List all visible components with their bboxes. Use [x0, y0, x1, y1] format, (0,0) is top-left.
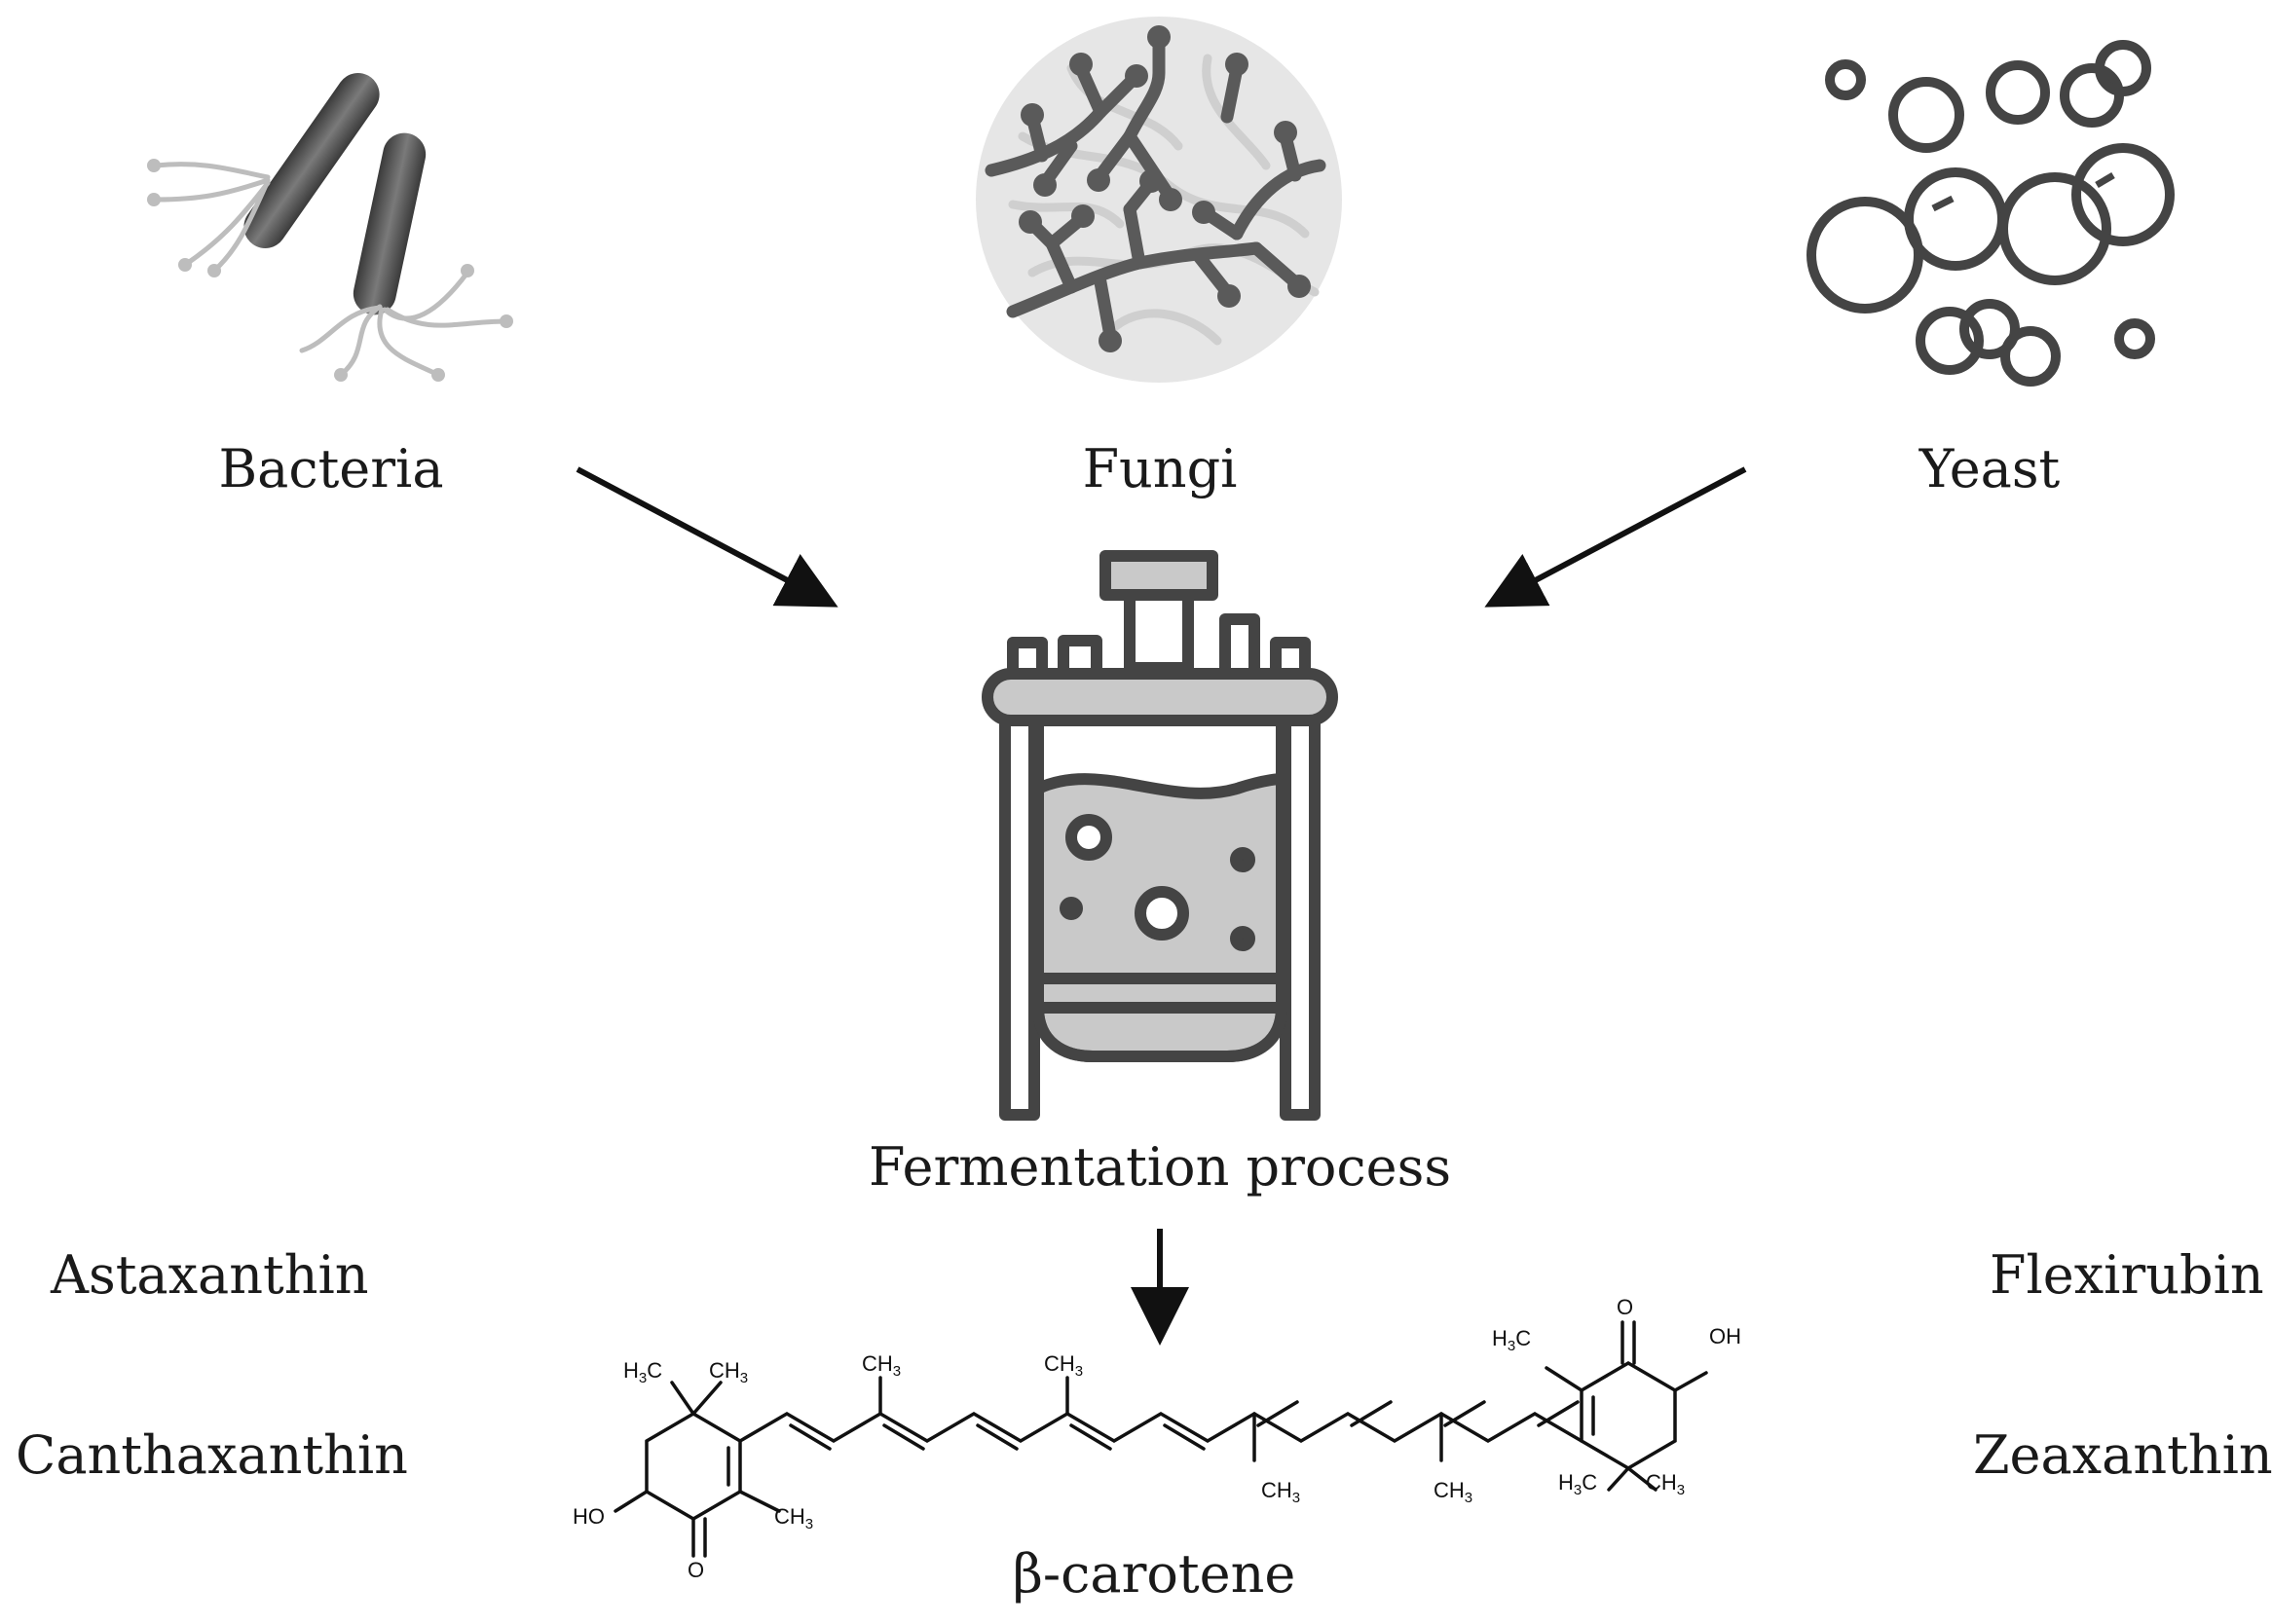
atom-label-h3c: H3C	[1558, 1470, 1597, 1498]
atom-label-ch3: CH3	[1044, 1351, 1083, 1380]
carotenoid-atom-labels: H3C CH3 CH3 HO O CH3 CH3 CH3 CH3 H3C O O…	[573, 1295, 1741, 1582]
atom-label-oh: OH	[1709, 1324, 1741, 1348]
atom-label-ch3: CH3	[709, 1358, 748, 1386]
atom-label-ch3: CH3	[1646, 1470, 1685, 1498]
label-yeast: Yeast	[1918, 438, 2061, 499]
yeast-icon	[1806, 40, 2175, 387]
atom-label-h3c: H3C	[1492, 1326, 1531, 1354]
label-flexirubin: Flexirubin	[1990, 1244, 2264, 1306]
label-astaxanthin: Astaxanthin	[51, 1244, 369, 1306]
label-canthaxanthin: Canthaxanthin	[16, 1424, 408, 1486]
label-fermentation-process: Fermentation process	[868, 1136, 1452, 1198]
bioreactor-icon	[982, 550, 1338, 1121]
atom-label-ch3: CH3	[862, 1351, 901, 1380]
arrow-yeast-to-process	[1484, 466, 1747, 608]
carotenoid-structure	[614, 1320, 1708, 1558]
bacteria-icon	[147, 73, 513, 382]
atom-label-o: O	[1617, 1295, 1633, 1319]
atom-label-h3c: H3C	[623, 1358, 662, 1386]
label-bacteria: Bacteria	[218, 438, 444, 499]
fungi-icon	[976, 17, 1342, 383]
atom-label-ch3: CH3	[1261, 1478, 1300, 1506]
atom-label-ch3: CH3	[774, 1504, 813, 1532]
atom-label-ch3: CH3	[1434, 1478, 1472, 1506]
atom-label-o: O	[688, 1558, 704, 1582]
label-zeaxanthin: Zeaxanthin	[1973, 1424, 2272, 1486]
flow-arrows	[576, 466, 1747, 1346]
atom-label-ho: HO	[573, 1504, 605, 1529]
label-fungi: Fungi	[1082, 438, 1238, 499]
arrow-bacteria-to-process	[576, 466, 838, 608]
label-beta-carotene: β-carotene	[1012, 1543, 1296, 1605]
